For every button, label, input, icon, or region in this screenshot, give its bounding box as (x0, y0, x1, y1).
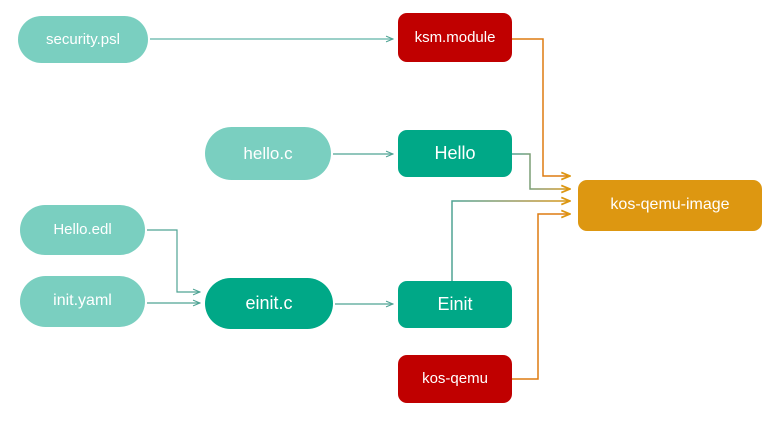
node-init-yaml[interactable]: init.yaml (20, 276, 145, 327)
node-hello-edl[interactable]: Hello.edl (20, 205, 145, 255)
node-label-hello-c: hello.c (243, 143, 293, 163)
edge-einit-to-kos-qemu-image (451, 201, 570, 281)
node-einit[interactable]: Einit (398, 281, 512, 328)
node-hello-c[interactable]: hello.c (205, 127, 331, 180)
edge-hello-edl-to-einit-c (147, 229, 200, 292)
node-kos-qemu-image[interactable]: kos-qemu-image (578, 180, 762, 231)
node-label-einit: Einit (437, 294, 473, 315)
node-label-hello: Hello (434, 143, 476, 164)
node-einit-c[interactable]: einit.c (205, 278, 333, 329)
node-label-security-psl: security.psl (46, 30, 120, 48)
node-label-init-yaml: init.yaml (53, 292, 112, 310)
node-label-einit-c: einit.c (245, 293, 293, 314)
node-security-psl[interactable]: security.psl (18, 16, 148, 63)
node-label-ksm-module: ksm.module (414, 28, 496, 46)
node-label-kos-qemu: kos-qemu (422, 370, 488, 388)
edge-hello-to-kos-qemu-image (512, 153, 570, 189)
edge-ksm-module-to-kos-qemu-image (512, 38, 570, 176)
node-hello[interactable]: Hello (398, 130, 512, 177)
node-ksm-module[interactable]: ksm.module (398, 13, 512, 62)
node-label-hello-edl: Hello.edl (53, 221, 112, 239)
node-kos-qemu[interactable]: kos-qemu (398, 355, 512, 403)
edge-kos-qemu-to-kos-qemu-image (512, 214, 570, 380)
node-label-kos-qemu-image: kos-qemu-image (610, 196, 730, 214)
